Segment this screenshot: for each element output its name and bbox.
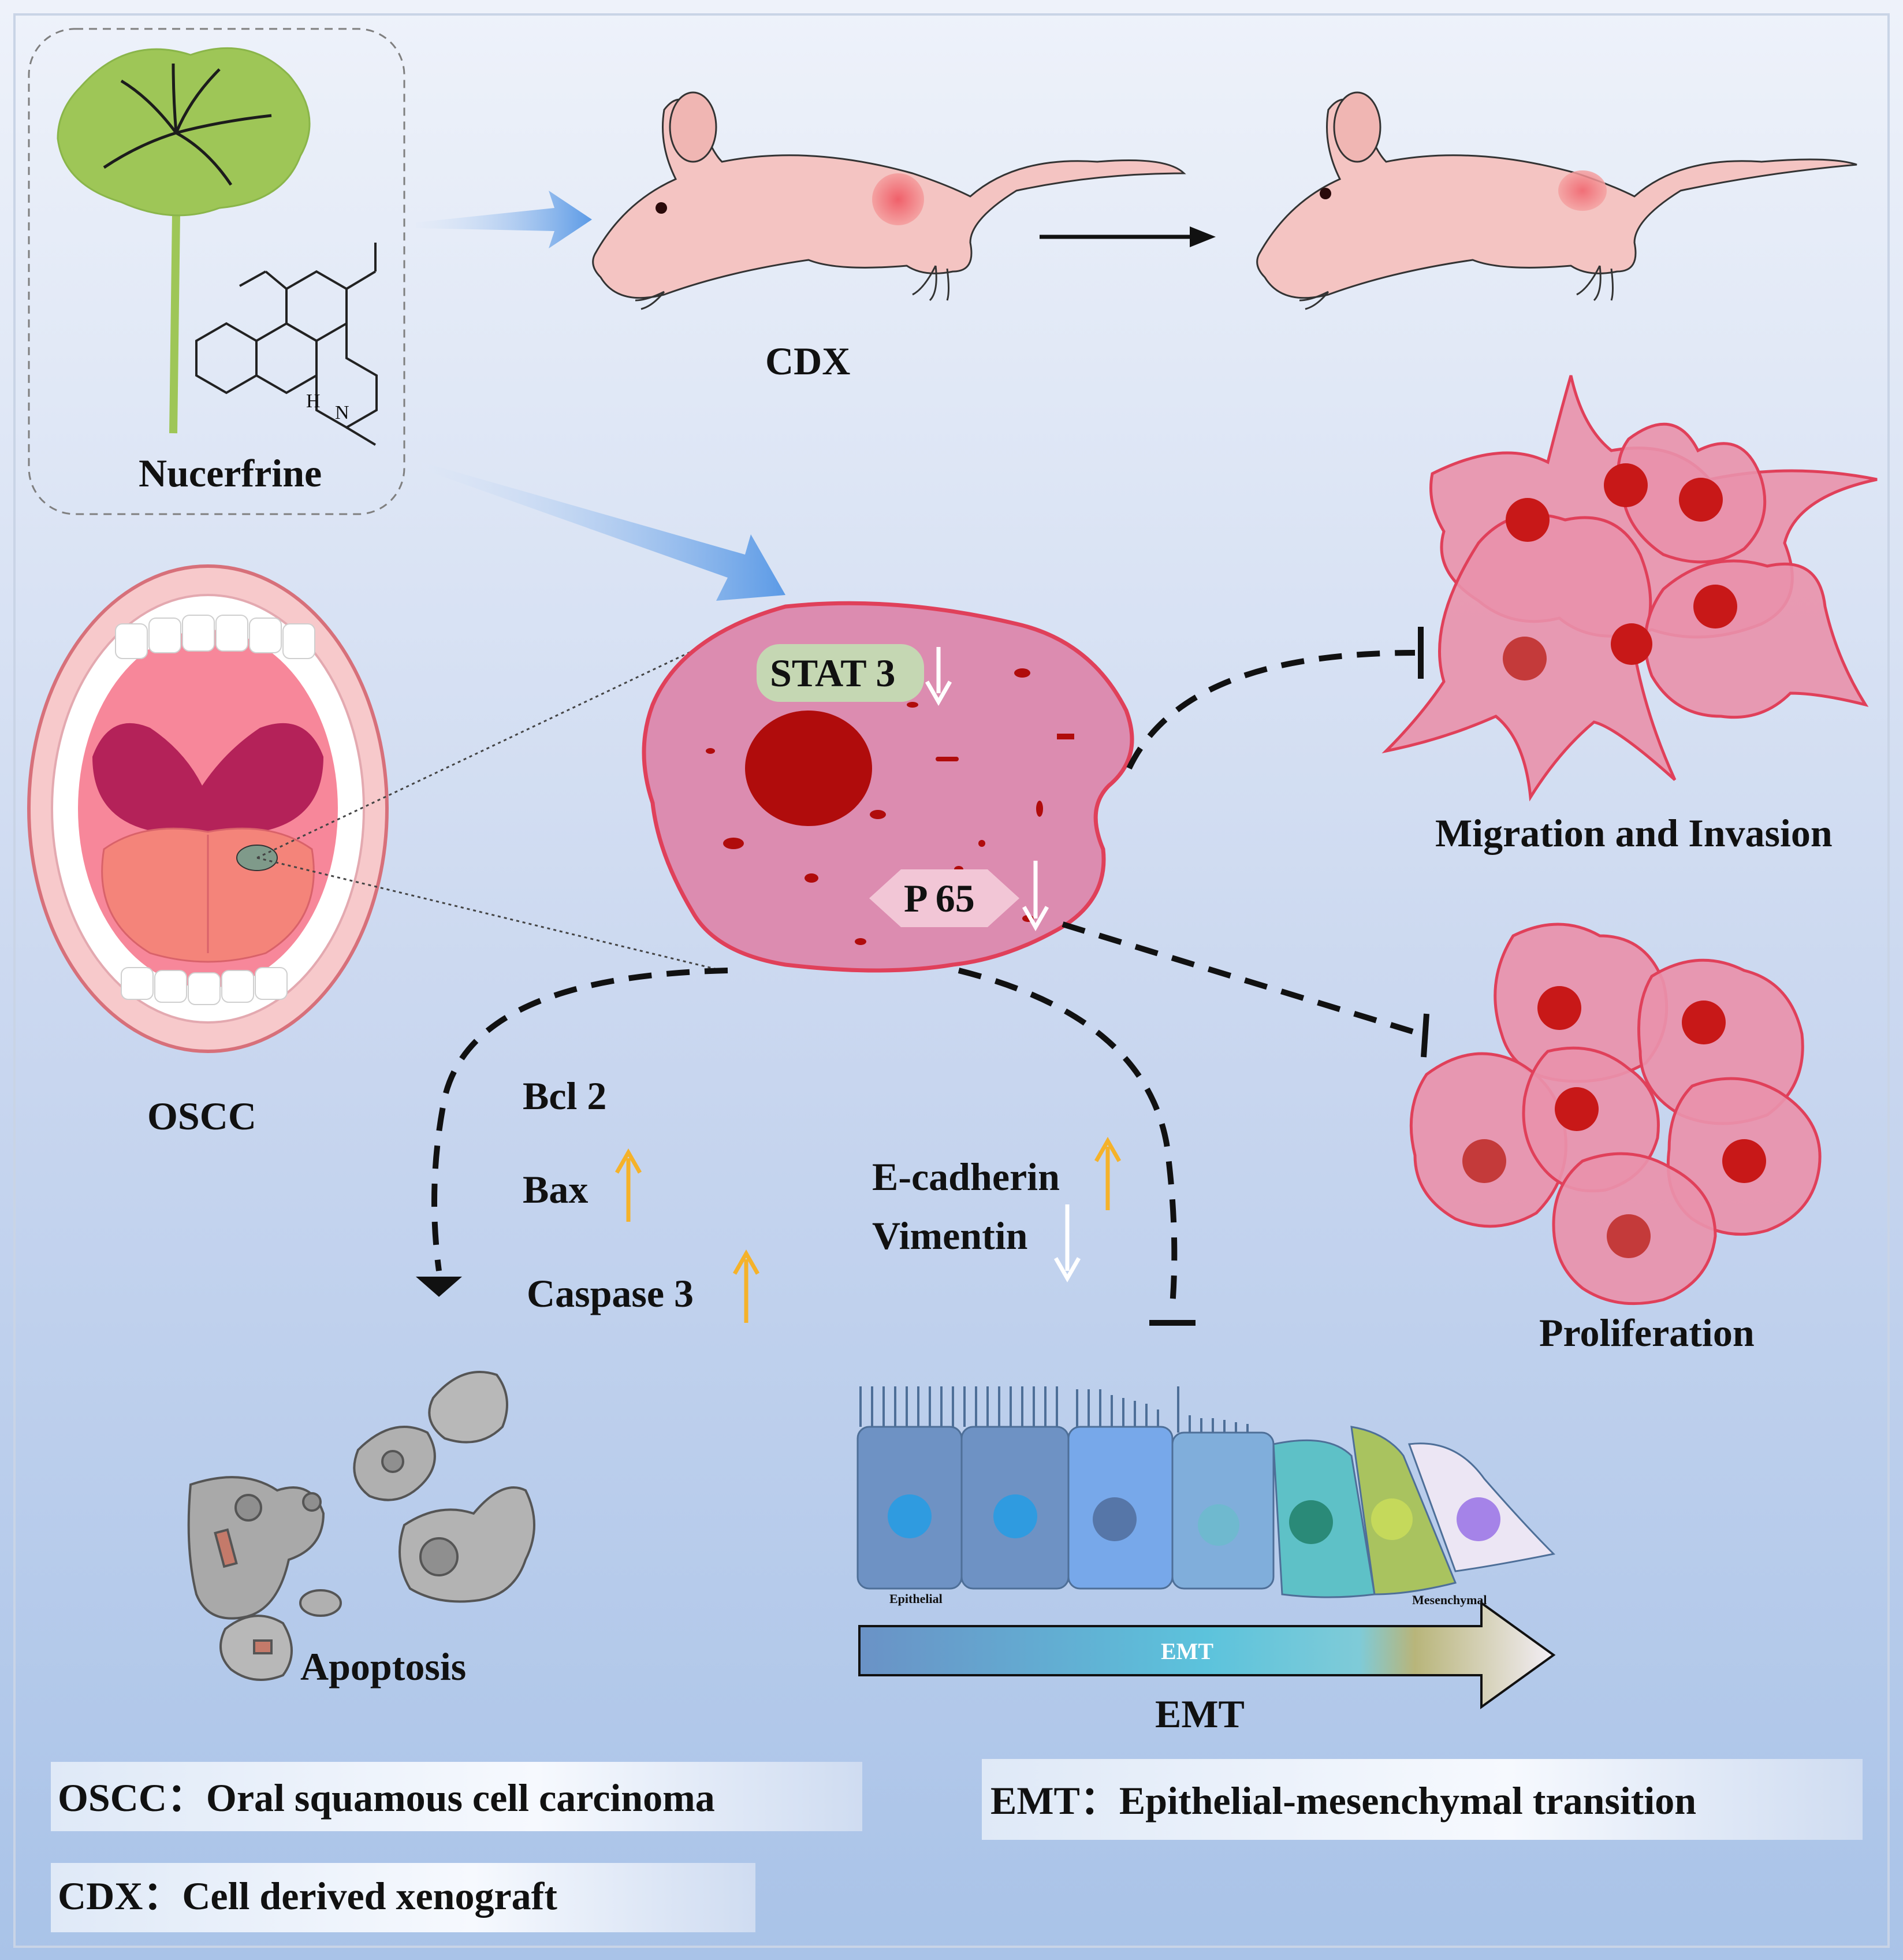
molecule-n-label: N xyxy=(335,402,349,423)
stat3-badge xyxy=(757,644,924,702)
arrow-to-cell xyxy=(422,462,785,601)
stat3-label: STAT 3 xyxy=(770,651,895,695)
legend-cdx-box xyxy=(51,1863,755,1932)
legend-emt-box xyxy=(982,1759,1863,1840)
emt-label: EMT xyxy=(1155,1692,1245,1736)
molecule-h-label: H xyxy=(306,390,321,412)
nucerfrine-panel: N H Nucerfrine xyxy=(28,28,405,515)
nucerfrine-structure-icon xyxy=(195,243,378,446)
legend-emt-text: EMT：Epithelial-mesenchymal transition xyxy=(990,1779,1696,1823)
migration-label: Migration and Invasion xyxy=(1435,811,1833,855)
proliferation-label: Proliferation xyxy=(1539,1311,1755,1355)
cdx-label: CDX xyxy=(765,339,850,383)
bax-label: Bax xyxy=(523,1167,588,1211)
caspase3-up-arrow-icon xyxy=(732,1249,760,1323)
caspase3-label: Caspase 3 xyxy=(527,1271,694,1315)
emt-gradient-arrow xyxy=(858,1601,1556,1709)
frame-border xyxy=(13,13,1890,1948)
lotus-leaf-icon xyxy=(57,47,311,434)
legend-oscc-text: OSCC：Oral squamous cell carcinoma xyxy=(58,1776,715,1820)
ecadherin-label: E-cadherin xyxy=(872,1155,1060,1199)
vimentin-down-arrow-icon xyxy=(1053,1204,1081,1283)
legend-oscc-box xyxy=(51,1762,862,1831)
p65-label: P 65 xyxy=(904,876,975,920)
p65-badge xyxy=(869,869,1019,927)
nucerfrine-label: Nucerfrine xyxy=(139,451,322,495)
vimentin-label: Vimentin xyxy=(872,1214,1027,1258)
emt-cell-sequence-icon xyxy=(856,1386,1556,1598)
oscc-label: OSCC xyxy=(147,1094,256,1138)
line-to-migration xyxy=(1126,650,1416,770)
p65-down-arrow-icon xyxy=(1022,861,1049,932)
epithelial-label: Epithelial xyxy=(889,1591,943,1606)
bcl2-label: Bcl 2 xyxy=(523,1074,606,1118)
stat3-down-arrow-icon xyxy=(925,647,952,706)
proliferation-inhibit-bar xyxy=(1421,1013,1429,1058)
migration-nuclei xyxy=(1503,463,1737,680)
arrow-to-cdx xyxy=(416,191,592,248)
inhibition-lines xyxy=(431,650,1422,1306)
bax-up-arrow-icon xyxy=(615,1148,642,1222)
proliferation-nuclei xyxy=(1462,986,1766,1258)
line-to-proliferation xyxy=(1062,921,1422,1037)
oscc-mouth-icon xyxy=(27,564,389,1053)
mouse-before xyxy=(592,91,1186,310)
line-to-emt xyxy=(958,968,1178,1306)
emt-bar-label: EMT xyxy=(1161,1638,1213,1664)
ecadherin-up-arrow-icon xyxy=(1094,1136,1122,1210)
mesenchymal-label: Mesenchymal xyxy=(1412,1593,1487,1607)
apoptotic-bodies-icon xyxy=(187,1371,535,1681)
nucerfrine-dashed-box xyxy=(28,28,405,515)
mouse-after xyxy=(1256,91,1857,310)
cdx-progress-arrowhead xyxy=(1190,226,1216,247)
apoptosis-arrowhead xyxy=(416,1277,462,1297)
legend-cdx-text: CDX：Cell derived xenograft xyxy=(58,1874,557,1918)
nucleus xyxy=(745,711,872,826)
apoptosis-label: Apoptosis xyxy=(300,1645,466,1688)
line-to-apoptosis xyxy=(431,968,728,1271)
